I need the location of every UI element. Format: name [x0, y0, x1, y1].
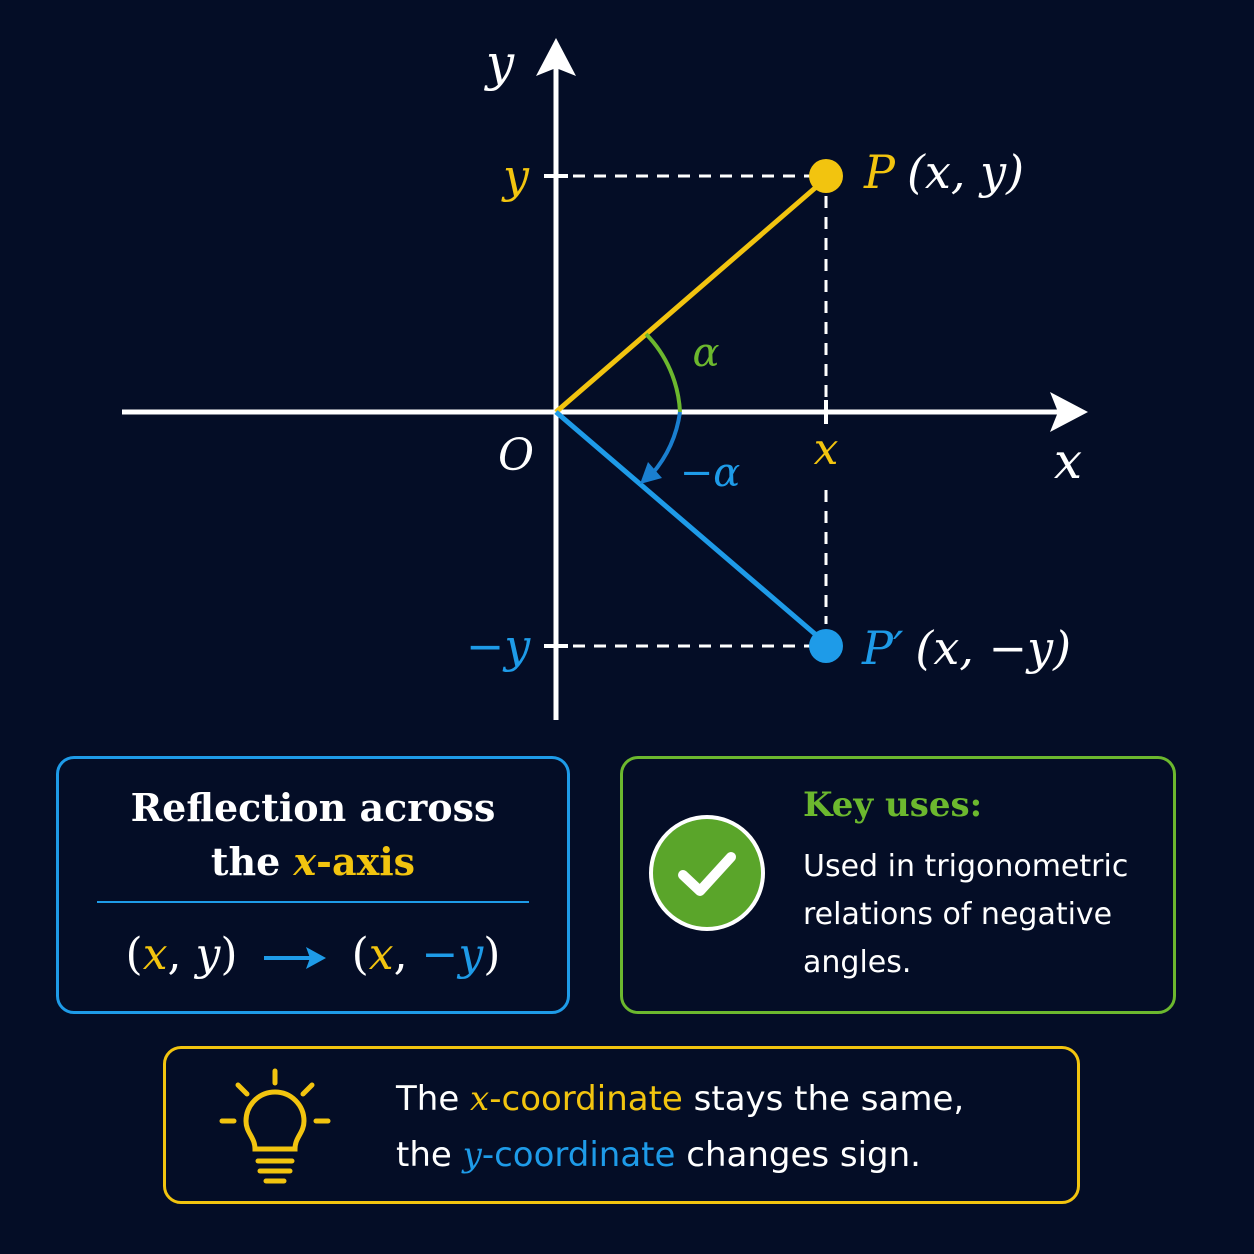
tip-line2-pre: the	[396, 1135, 463, 1175]
point-p	[809, 159, 843, 193]
x-axis-arrowhead	[1050, 392, 1088, 432]
tick-label-x: x	[814, 424, 839, 475]
tip-text: The x-coordinate stays the same, the y-c…	[396, 1071, 1066, 1183]
map-left-close: )	[220, 929, 238, 980]
tip-line2-var: y	[462, 1135, 482, 1175]
reflection-title-var: x	[293, 839, 317, 884]
tip-line1-post: stays the same,	[682, 1079, 965, 1119]
reflection-diagram: y x O y −y x α −α P(x, y) P′(x, −y)	[122, 34, 1088, 720]
point-p-coords: (x, y)	[907, 145, 1024, 199]
point-p-prime	[809, 629, 843, 663]
point-p-name: P	[863, 145, 896, 199]
key-uses-box: Key uses: Used in trigonometric relation…	[620, 756, 1176, 1014]
reflection-divider	[97, 901, 529, 903]
reflection-title: Reflection across the x-axis	[59, 781, 567, 889]
lightbulb-icon	[219, 1068, 331, 1184]
tip-line2-highlight: -coordinate	[481, 1135, 676, 1175]
reflection-rule-box: Reflection across the x-axis (x, y) (x, …	[56, 756, 570, 1014]
tip-line1-pre: The	[396, 1079, 471, 1119]
map-right-open: (	[351, 929, 369, 980]
angle-label-neg-alpha: −α	[680, 450, 741, 496]
angle-arc-neg-alpha	[650, 411, 682, 476]
point-p-prime-name: P′	[861, 621, 904, 675]
reflection-mapping: (x, y) (x, −y)	[59, 925, 567, 985]
angle-label-alpha: α	[692, 330, 719, 376]
ray-op-prime	[554, 410, 824, 642]
map-right-close: )	[483, 929, 501, 980]
tip-box: The x-coordinate stays the same, the y-c…	[163, 1046, 1080, 1204]
origin-label: O	[498, 430, 534, 481]
tip-line1-var: x	[470, 1079, 490, 1119]
ray-op	[554, 180, 824, 414]
map-left: (x, y)	[126, 929, 252, 980]
reflection-title-line2-post: -axis	[316, 839, 416, 884]
angle-arrowhead	[640, 462, 662, 484]
map-right-sep: ,	[393, 929, 422, 980]
map-left-sep: ,	[167, 929, 196, 980]
point-p-prime-label: P′(x, −y)	[861, 621, 1071, 675]
check-icon	[649, 815, 765, 931]
tip-line1-highlight: -coordinate	[489, 1079, 683, 1119]
y-axis-arrowhead	[536, 38, 576, 76]
key-uses-text: Used in trigonometric relations of negat…	[803, 849, 1129, 980]
x-axis-label: x	[1054, 432, 1082, 490]
map-left-open: (	[125, 929, 143, 980]
map-right-y: −y	[421, 929, 484, 980]
point-p-label: P(x, y)	[863, 145, 1024, 199]
tick-label-y-pos: y	[501, 149, 530, 203]
map-right-x: x	[368, 929, 394, 980]
y-axis-label: y	[484, 34, 515, 92]
reflection-title-line1: Reflection across	[130, 785, 496, 830]
tick-label-y-neg: −y	[466, 619, 532, 673]
tip-line2-post: changes sign.	[675, 1135, 921, 1175]
angle-arc-alpha	[644, 332, 682, 413]
point-p-prime-coords: (x, −y)	[915, 621, 1071, 675]
map-left-x: x	[142, 929, 168, 980]
map-right: (x, −y)	[352, 929, 501, 980]
key-uses-title: Key uses:	[803, 785, 983, 825]
arrow-right-icon	[262, 925, 328, 985]
reflection-title-line2-pre: the	[210, 839, 294, 884]
map-left-y: y	[195, 929, 221, 980]
